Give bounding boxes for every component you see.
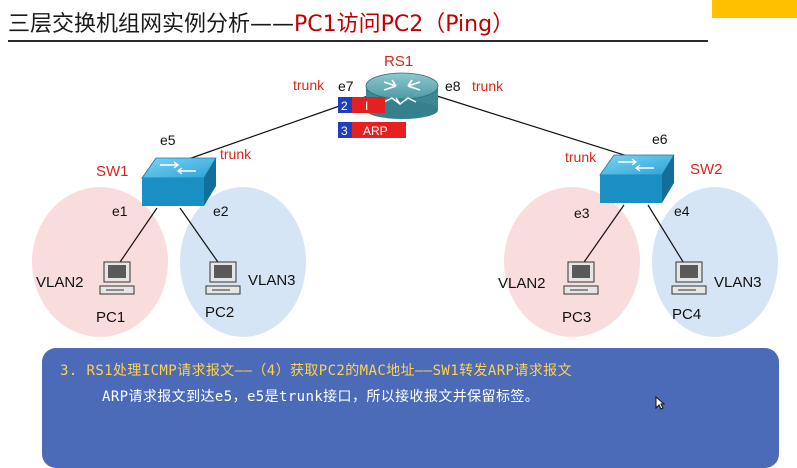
frame-vlan3-arp: 3 ARP bbox=[338, 122, 406, 138]
link-sw1-pc2 bbox=[179, 207, 221, 266]
link-sw1-pc1 bbox=[117, 207, 158, 266]
sw2-port-e3: e3 bbox=[574, 205, 590, 221]
title-divider bbox=[8, 40, 708, 42]
sw2-trunk-label: trunk bbox=[565, 149, 597, 165]
pc4-label: PC4 bbox=[672, 306, 701, 323]
vlan2-zone-left bbox=[32, 187, 168, 337]
vlan3-label-right: VLAN3 bbox=[714, 274, 762, 291]
pc3-icon bbox=[563, 261, 599, 295]
router-port-e7: e7 bbox=[338, 78, 354, 94]
link-rs1-sw2 bbox=[436, 95, 641, 161]
trunk-label-e8: trunk bbox=[472, 78, 504, 94]
mouse-cursor-icon bbox=[655, 396, 665, 410]
vlan2-label-left: VLAN2 bbox=[36, 274, 84, 291]
vlan3-label-left: VLAN3 bbox=[248, 272, 296, 289]
trunk-label-e7: trunk bbox=[293, 77, 325, 93]
pc1-icon bbox=[99, 261, 135, 295]
pc2-icon bbox=[205, 261, 241, 295]
title-main: 三层交换机组网实例分析—— bbox=[8, 12, 295, 37]
switch-sw2-icon bbox=[599, 154, 675, 203]
link-sw2-pc3 bbox=[581, 204, 625, 266]
frame1-label: I bbox=[365, 99, 368, 113]
link-sw2-pc4 bbox=[647, 204, 686, 266]
router-rs1-label: RS1 bbox=[384, 53, 413, 70]
frame2-label: ARP bbox=[363, 124, 388, 138]
sw2-port-e6: e6 bbox=[652, 131, 668, 147]
info-detail-text: ARP请求报文到达e5，e5是trunk接口，所以接收报文并保留标签。 bbox=[102, 389, 540, 405]
frame2-vlan-tag: 3 bbox=[341, 124, 348, 138]
frame-vlan2-icmp: 2 I bbox=[338, 97, 385, 113]
vlan2-label-right: VLAN2 bbox=[498, 275, 546, 292]
router-port-e8: e8 bbox=[445, 78, 461, 94]
switch-sw1-label: SW1 bbox=[96, 163, 129, 180]
pc2-label: PC2 bbox=[205, 304, 234, 321]
title-sub: PC1访问PC2（Ping） bbox=[294, 12, 515, 37]
page-title: 三层交换机组网实例分析——PC1访问PC2（Ping） bbox=[8, 6, 514, 38]
sw1-port-e2: e2 bbox=[213, 203, 229, 219]
sw1-port-e1: e1 bbox=[112, 203, 128, 219]
switch-sw1-icon bbox=[141, 157, 217, 206]
pc1-label: PC1 bbox=[96, 309, 125, 326]
link-rs1-sw1 bbox=[179, 95, 369, 163]
switch-sw2-label: SW2 bbox=[690, 161, 723, 178]
frame1-vlan-tag: 2 bbox=[341, 99, 348, 113]
sw2-port-e4: e4 bbox=[674, 203, 690, 219]
corner-accent bbox=[712, 0, 797, 18]
vlan3-zone-left bbox=[180, 187, 306, 337]
pc3-label: PC3 bbox=[562, 309, 591, 326]
vlan3-zone-right bbox=[652, 187, 778, 337]
info-step-text: 3. RS1处理ICMP请求报文——（4）获取PC2的MAC地址——SW1转发A… bbox=[60, 363, 572, 379]
sw1-port-e5: e5 bbox=[160, 132, 176, 148]
sw1-trunk-label: trunk bbox=[220, 146, 252, 162]
pc4-icon bbox=[671, 261, 707, 295]
